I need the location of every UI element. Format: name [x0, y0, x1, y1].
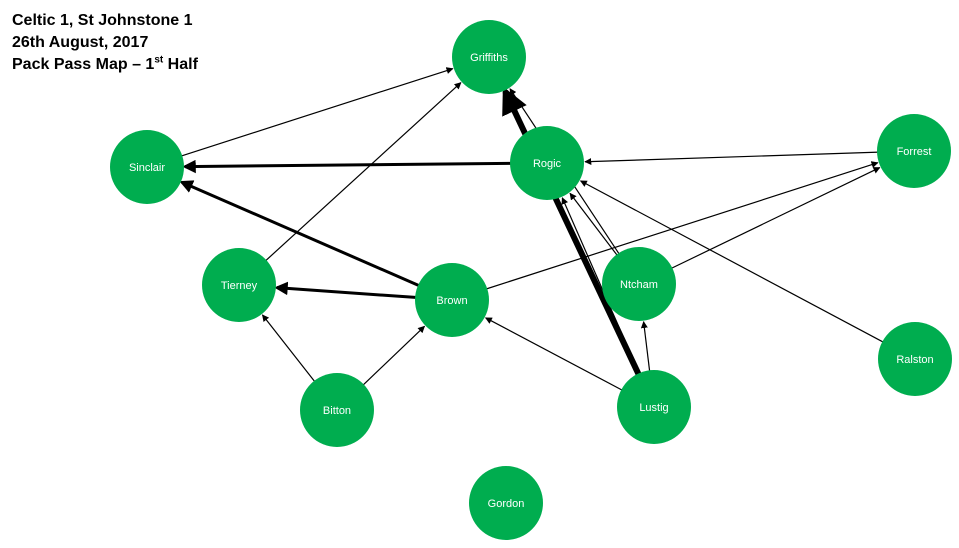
pass-bitton-to-brown	[361, 325, 426, 387]
player-label-rogic: Rogic	[533, 158, 562, 170]
player-circle-gordon	[469, 466, 543, 540]
title-line-subtitle: Pack Pass Map – 1st Half	[12, 54, 198, 76]
player-circle-griffiths	[452, 20, 526, 94]
pass-brown-to-sinclair	[179, 180, 421, 288]
player-node-tierney: Tierney	[202, 248, 276, 322]
title-line-date: 26th August, 2017	[12, 34, 149, 51]
player-node-ralston: Ralston	[878, 322, 952, 396]
pass-lustig-to-rogic	[561, 197, 641, 376]
player-label-tierney: Tierney	[221, 280, 258, 292]
player-label-brown: Brown	[436, 295, 467, 307]
player-circle-tierney	[202, 248, 276, 322]
player-circle-lustig	[617, 370, 691, 444]
player-node-bitton: Bitton	[300, 373, 374, 447]
title-line-match: Celtic 1, St Johnstone 1	[12, 12, 193, 29]
pass-brown-to-forrest	[485, 161, 879, 290]
pass-lustig-to-ntcham	[640, 321, 651, 373]
player-node-rogic: Rogic	[510, 126, 584, 200]
player-circle-sinclair	[110, 130, 184, 204]
pass-tierney-to-griffiths	[264, 82, 462, 262]
player-node-griffiths: Griffiths	[452, 20, 526, 94]
pass-forrest-to-rogic	[584, 151, 880, 166]
player-node-gordon: Gordon	[469, 466, 543, 540]
subtitle-suffix: Half	[163, 56, 198, 73]
player-circle-rogic	[510, 126, 584, 200]
pass-rogic-to-sinclair	[182, 159, 513, 174]
pass-ntcham-to-forrest	[670, 167, 881, 270]
player-label-griffiths: Griffiths	[470, 52, 508, 64]
pass-brown-to-tierney	[274, 281, 418, 300]
diagram-title: Celtic 1, St Johnstone 1 26th August, 20…	[12, 10, 198, 76]
pass-bitton-to-tierney	[261, 314, 316, 383]
subtitle-ordinal: st	[154, 54, 164, 66]
player-node-sinclair: Sinclair	[110, 130, 184, 204]
player-node-lustig: Lustig	[617, 370, 691, 444]
pass-lustig-to-brown	[484, 317, 624, 392]
pass-sinclair-to-griffiths	[180, 67, 454, 157]
pass-edges	[179, 67, 885, 392]
player-label-ralston: Ralston	[896, 354, 933, 366]
player-label-sinclair: Sinclair	[129, 162, 165, 174]
player-label-bitton: Bitton	[323, 405, 351, 417]
player-circle-bitton	[300, 373, 374, 447]
player-label-ntcham: Ntcham	[620, 279, 658, 291]
player-label-forrest: Forrest	[897, 146, 932, 158]
player-node-ntcham: Ntcham	[602, 247, 676, 321]
player-node-brown: Brown	[415, 263, 489, 337]
player-circle-forrest	[877, 114, 951, 188]
subtitle-prefix: Pack Pass Map – 1	[12, 56, 155, 73]
player-circle-ralston	[878, 322, 952, 396]
player-label-lustig: Lustig	[639, 402, 668, 414]
pass-ralston-to-rogic	[579, 180, 885, 344]
player-label-gordon: Gordon	[488, 498, 525, 510]
player-circle-ntcham	[602, 247, 676, 321]
player-node-forrest: Forrest	[877, 114, 951, 188]
pass-ntcham-to-rogic	[569, 192, 619, 257]
player-circle-brown	[415, 263, 489, 337]
